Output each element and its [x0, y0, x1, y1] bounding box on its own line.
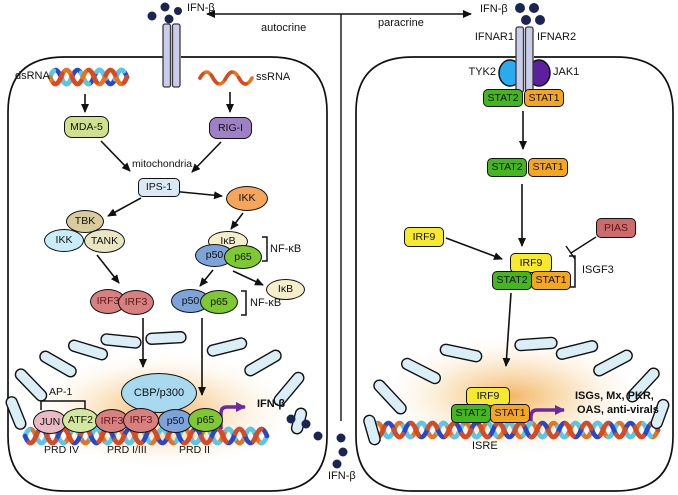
label-ifn-beta-top-right: IFN-β	[480, 3, 508, 15]
nuclear-envelope-left	[5, 331, 308, 435]
arrow-ikb-release	[232, 270, 264, 286]
transcription-arrows	[219, 402, 565, 429]
ifn-beta-transcription-arrow	[219, 402, 246, 429]
label-ap1: AP-1	[49, 386, 73, 398]
dsrna-shape	[47, 67, 130, 87]
arrow-isgf3-nucleus	[502, 292, 512, 367]
node-atf2: ATF2	[62, 408, 99, 433]
label-isgf3: ISGF3	[582, 264, 614, 276]
label-mitochondria: mitochondria	[132, 158, 193, 170]
label-ifn-beta-top-left: IFN-β	[187, 2, 215, 14]
left-cell-membrane	[7, 56, 328, 492]
receptor-left	[162, 23, 181, 88]
node-tbk: TBK	[66, 210, 104, 233]
left-cell-arrows	[81, 92, 264, 396]
ssrna-shape-accent	[198, 70, 254, 86]
bracket-isgf3	[569, 255, 576, 288]
node-ips1: IPS-1	[138, 178, 180, 197]
node-irf9-isgf3: IRF9	[510, 253, 552, 273]
bracket-nfkb-lower	[241, 290, 247, 316]
node-ikk-orange: IKK	[226, 186, 268, 211]
node-mda5: MDA-5	[64, 116, 109, 138]
label-isgs-line1: ISGs, Mx, PKR,	[575, 390, 654, 402]
pias-inhibition-tbar	[565, 245, 576, 260]
node-irf3-dna-b: IRF3	[123, 408, 159, 433]
label-prd-iv: PRD IV	[44, 444, 80, 456]
arrow-tbk-irf3	[96, 254, 120, 284]
bracket-ap1	[40, 400, 86, 410]
node-rig-i: RIG-I	[209, 117, 252, 139]
label-autocrine: autocrine	[261, 22, 307, 34]
node-pias: PIAS	[596, 218, 636, 238]
label-nfkb-upper: NF-κB	[270, 243, 302, 255]
label-ifnar1: IFNAR1	[474, 31, 514, 43]
label-ifn-beta-bottom: IFN-β	[328, 470, 356, 482]
node-stat2-isgf3: STAT2	[492, 271, 532, 290]
node-stat2-receptor: STAT2	[483, 89, 523, 107]
label-dsrna: dsRNA	[15, 70, 50, 82]
node-p65-free: p65	[200, 290, 238, 314]
node-stat2-dimer: STAT2	[487, 158, 527, 177]
label-isre: ISRE	[472, 440, 498, 452]
right-cell-membrane	[355, 56, 674, 492]
arrow-mda5-ips1	[100, 140, 131, 172]
node-stat2-dna: STAT2	[451, 404, 491, 423]
node-stat1-isgf3: STAT1	[531, 271, 571, 290]
node-ikb-free: IκB	[266, 279, 305, 300]
cell-membranes	[7, 56, 674, 492]
pias-inhibition-line	[570, 236, 597, 254]
node-irf9-free: IRF9	[404, 227, 444, 247]
arrow-ikk-ikb	[230, 212, 244, 230]
isg-transcription-arrow	[529, 405, 565, 421]
node-tank: TANK	[84, 229, 125, 253]
node-stat1-dna: STAT1	[490, 404, 530, 423]
ifn-beta-dots	[147, 2, 545, 469]
receptor-right	[498, 26, 551, 93]
label-paracrine: paracrine	[378, 17, 424, 29]
label-nfkb-lower: NF-κB	[250, 297, 282, 309]
nuclear-envelope-right	[363, 336, 670, 446]
node-stat1-receptor: STAT1	[524, 89, 564, 107]
node-cbp-p300: CBP/p300	[121, 373, 197, 413]
label-prd-i-iii: PRD I/III	[107, 444, 147, 456]
label-prd-ii: PRD II	[179, 444, 210, 456]
label-tyk2: TYK2	[468, 66, 496, 78]
node-ikk-cyan: IKK	[44, 229, 84, 252]
node-stat1-dimer: STAT1	[528, 158, 568, 177]
right-cell-arrows	[445, 111, 597, 367]
dna-right	[369, 420, 661, 440]
arrow-nfkb-release	[199, 269, 214, 287]
arrow-irf9-isgf3	[445, 237, 503, 260]
arrow-ips1-tbk	[107, 197, 142, 217]
secretion-routing	[206, 10, 472, 421]
node-p65-bound: p65	[224, 245, 262, 269]
node-irf3-dimer-b: IRF3	[118, 290, 154, 315]
node-p65-dna: p65	[188, 408, 223, 432]
label-ssrna: ssRNA	[256, 71, 291, 83]
dna-left	[22, 426, 270, 446]
label-ifn-beta-gene: IFN-β	[257, 398, 286, 410]
label-ifnar2: IFNAR2	[537, 31, 577, 43]
label-jak1: JAK1	[553, 66, 580, 78]
bracket-nfkb-upper	[262, 236, 268, 262]
label-isgs-line2: OAS, anti-virals	[577, 404, 659, 416]
brackets	[40, 236, 576, 410]
arrow-rigi-ips1	[191, 141, 222, 173]
